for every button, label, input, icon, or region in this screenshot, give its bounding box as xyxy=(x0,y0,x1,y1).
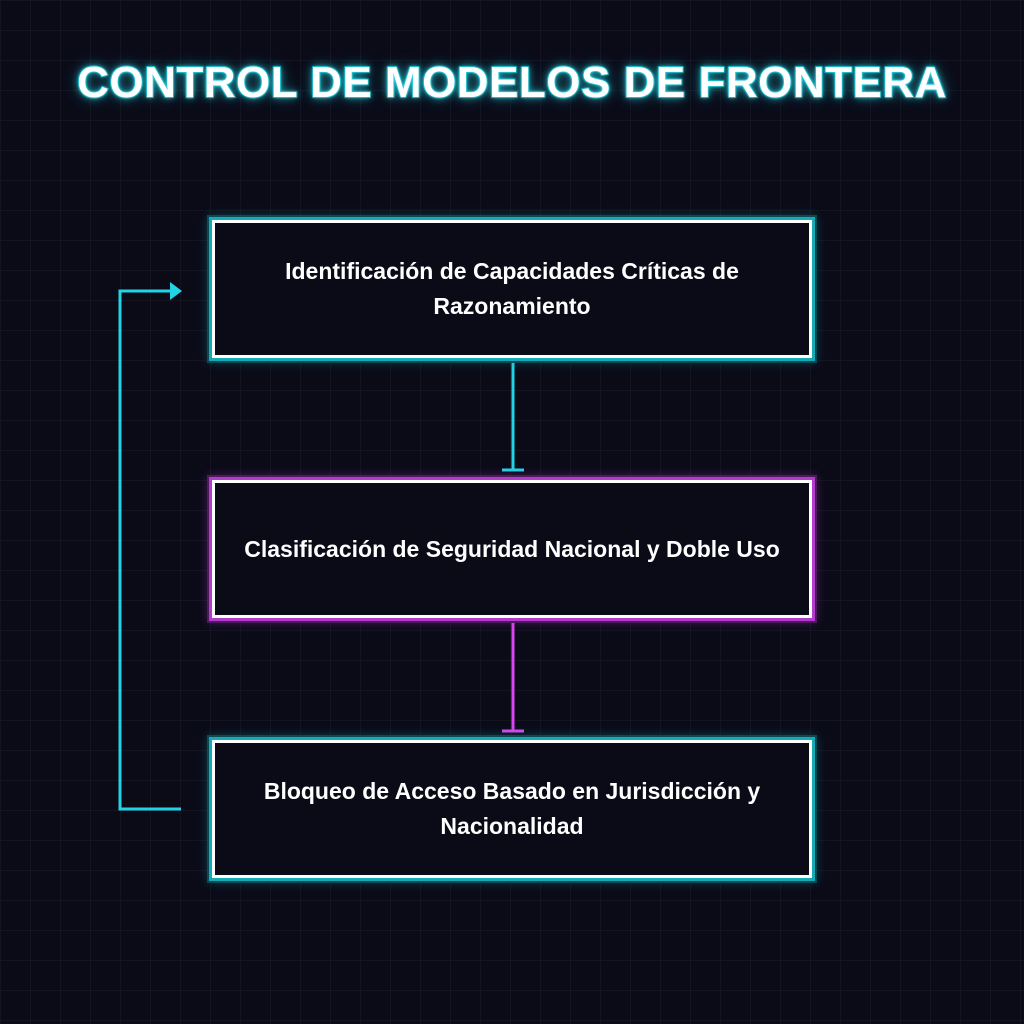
process-box-security-classification: Clasificación de Seguridad Nacional y Do… xyxy=(212,480,812,618)
process-box-label: Clasificación de Seguridad Nacional y Do… xyxy=(244,535,780,562)
arrowhead-icon xyxy=(170,282,182,300)
arrow-node1-to-node2 xyxy=(502,361,524,472)
process-box-access-blocking: Bloqueo de Acceso Basado en Jurisdicción… xyxy=(212,740,812,878)
feedback-loop-arrow xyxy=(118,282,182,811)
process-box-capability-identification: Identificación de Capacidades Críticas d… xyxy=(212,220,812,358)
process-box-label: Identificación de Capacidades Críticas d… xyxy=(285,258,739,319)
diagram-title: CONTROL DE MODELOS DE FRONTERA xyxy=(76,57,947,108)
arrow-node2-to-node3 xyxy=(502,621,524,733)
process-box-label: Bloqueo de Acceso Basado en Jurisdicción… xyxy=(263,778,761,839)
